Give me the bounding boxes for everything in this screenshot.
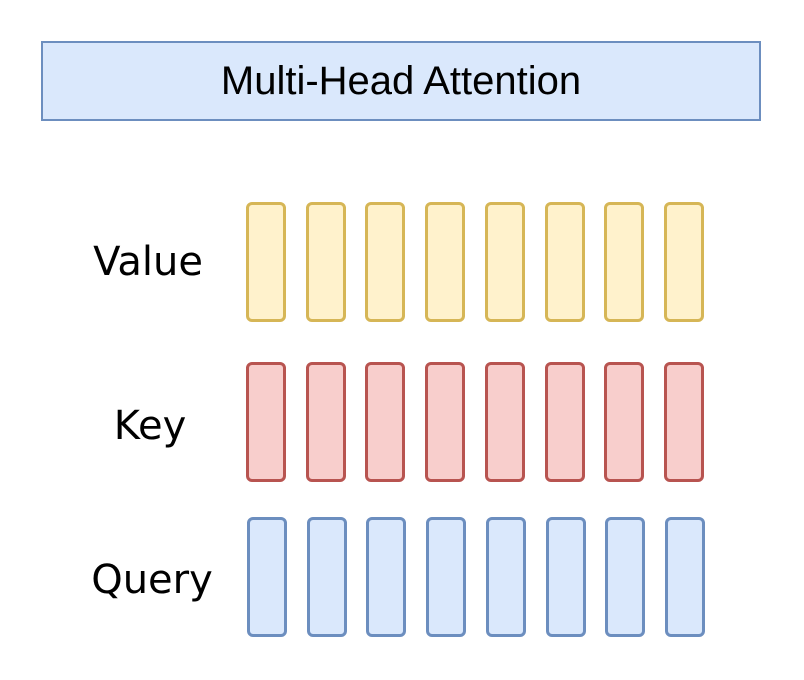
query-head-7	[605, 517, 645, 637]
row-label-value: Value	[93, 239, 203, 285]
key-head-1	[246, 362, 286, 482]
query-head-8	[665, 517, 705, 637]
title-box: Multi-Head Attention	[41, 41, 761, 121]
query-head-4	[426, 517, 466, 637]
query-head-1	[247, 517, 287, 637]
key-head-8	[664, 362, 704, 482]
query-head-2	[307, 517, 347, 637]
diagram-title: Multi-Head Attention	[220, 58, 582, 103]
key-head-5	[485, 362, 525, 482]
value-head-8	[664, 202, 704, 322]
value-head-6	[545, 202, 585, 322]
row-label-query: Query	[91, 557, 213, 603]
value-head-5	[485, 202, 525, 322]
key-head-4	[425, 362, 465, 482]
key-head-2	[306, 362, 346, 482]
row-label-key: Key	[113, 403, 187, 449]
query-head-5	[486, 517, 526, 637]
value-head-4	[425, 202, 465, 322]
query-head-3	[366, 517, 406, 637]
key-head-7	[604, 362, 644, 482]
query-head-6	[546, 517, 586, 637]
value-head-2	[306, 202, 346, 322]
key-head-6	[545, 362, 585, 482]
key-head-3	[365, 362, 405, 482]
value-head-1	[246, 202, 286, 322]
value-head-7	[604, 202, 644, 322]
value-head-3	[365, 202, 405, 322]
